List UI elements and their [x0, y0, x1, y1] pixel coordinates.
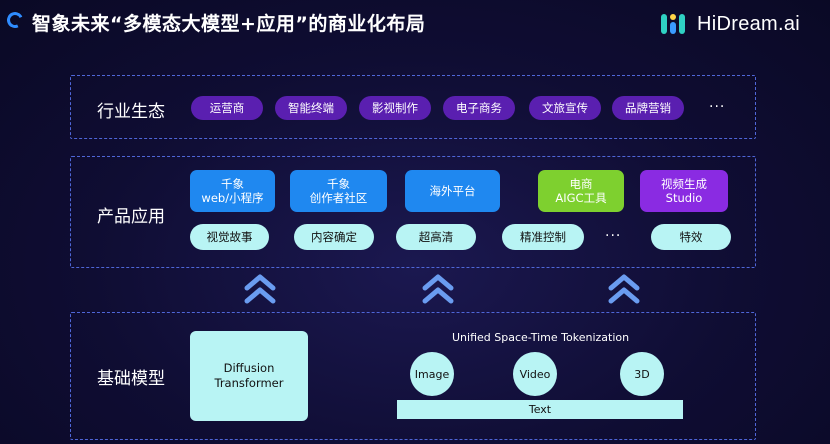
diffusion-line2: Transformer	[214, 376, 284, 390]
features-more: ···	[605, 228, 622, 244]
diffusion-line1: Diffusion	[223, 361, 275, 375]
industry-item: 影视制作	[359, 96, 431, 120]
product-line2: Studio	[665, 191, 703, 205]
product-line1: 千象	[327, 177, 350, 191]
product-line1: 千象	[221, 177, 244, 191]
feature-pill: 特效	[651, 224, 731, 250]
industry-item: 文旅宣传	[529, 96, 601, 120]
product-video-studio: 视频生成 Studio	[640, 170, 728, 212]
products-label: 产品应用	[97, 207, 165, 227]
product-ecommerce-aigc: 电商 AIGC工具	[538, 170, 624, 212]
product-line1: 视频生成	[661, 177, 707, 191]
feature-pill: 视觉故事	[190, 224, 269, 250]
product-qianxiang-web: 千象 web/小程序	[190, 170, 275, 212]
product-line1: 海外平台	[429, 184, 476, 198]
brand-logo: HiDream.ai	[661, 12, 800, 36]
industry-label: 行业生态	[97, 102, 165, 122]
product-overseas-platform: 海外平台	[405, 170, 500, 212]
modality-3d: 3D	[620, 352, 664, 396]
feature-pill: 超高清	[396, 224, 476, 250]
foundation-label: 基础模型	[97, 369, 165, 389]
industry-panel	[70, 75, 756, 139]
product-line2: 创作者社区	[309, 191, 368, 205]
tokenization-title: Unified Space-Time Tokenization	[452, 331, 630, 344]
chevron-up-double-icon	[608, 274, 640, 304]
industry-more: ···	[709, 99, 726, 115]
modality-video: Video	[513, 352, 557, 396]
chevron-up-double-icon	[422, 274, 454, 304]
foundation-panel	[70, 312, 756, 440]
industry-item: 运营商	[191, 96, 263, 120]
products-panel	[70, 156, 756, 268]
product-line2: AIGC工具	[555, 191, 607, 205]
header-logo-icon	[4, 9, 26, 31]
diffusion-transformer-box: Diffusion Transformer	[190, 331, 308, 421]
brand-name: HiDream.ai	[697, 12, 801, 35]
modality-text-bar: Text	[397, 400, 683, 419]
feature-pill: 内容确定	[294, 224, 374, 250]
industry-item: 电子商务	[443, 96, 515, 120]
page-title: 智象未来“多模态大模型+应用”的商业化布局	[32, 13, 426, 35]
product-line1: 电商	[569, 177, 593, 191]
feature-pill: 精准控制	[502, 224, 584, 250]
industry-item: 品牌营销	[612, 96, 684, 120]
product-line2: web/小程序	[201, 191, 264, 205]
industry-item: 智能终端	[275, 96, 347, 120]
modality-image: Image	[410, 352, 454, 396]
product-qianxiang-community: 千象 创作者社区	[290, 170, 387, 212]
hidream-logo-icon	[661, 12, 691, 36]
chevron-up-double-icon	[244, 274, 276, 304]
